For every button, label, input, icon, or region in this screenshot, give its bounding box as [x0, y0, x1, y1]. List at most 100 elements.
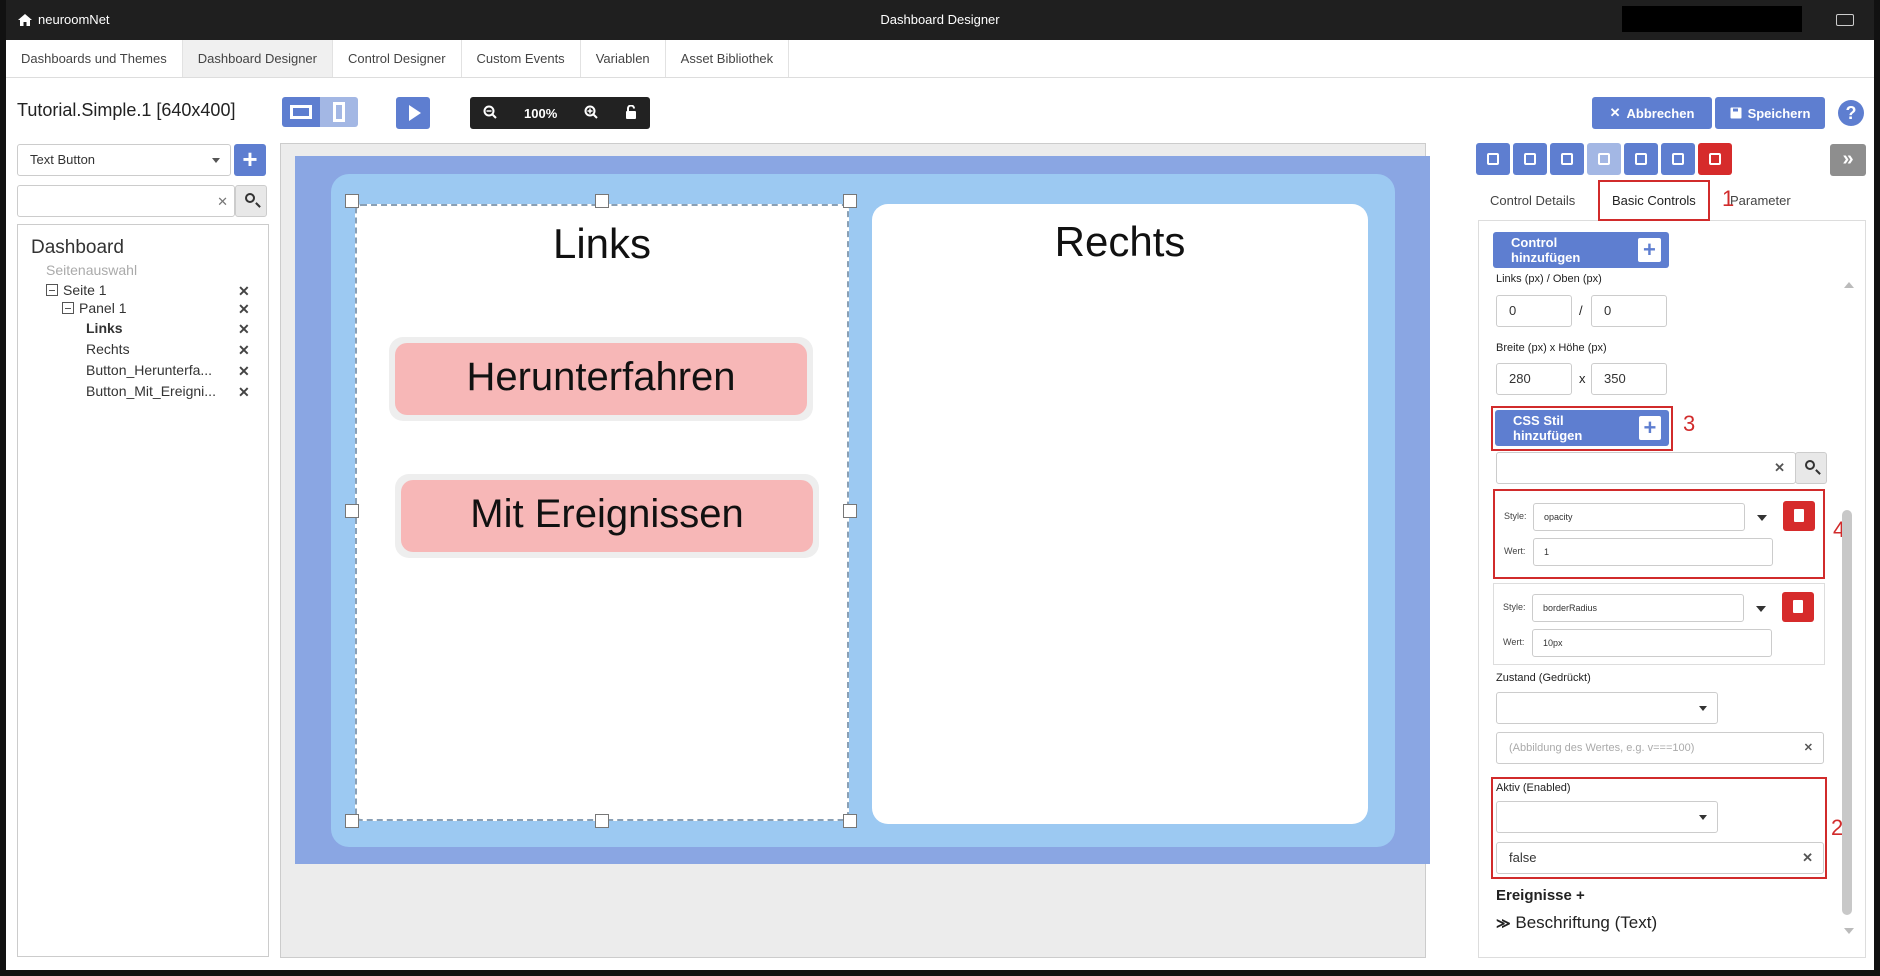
resize-handle[interactable]	[843, 504, 857, 518]
events-section-title[interactable]: Ereignisse +	[1496, 887, 1585, 904]
nav-variablen[interactable]: Variablen	[581, 40, 666, 77]
nav-dashboards-themes[interactable]: Dashboards und Themes	[6, 40, 183, 77]
zoom-level: 100%	[524, 105, 558, 121]
collapse-icon[interactable]	[46, 284, 58, 296]
tab-basic-controls[interactable]: Basic Controls	[1598, 180, 1710, 221]
wrench-button[interactable]	[1661, 143, 1695, 175]
style-card-borderradius: Style: borderRadius Wert: 10px	[1493, 583, 1825, 665]
add-css-style-button[interactable]: CSS Stil hinzufügen +	[1495, 410, 1669, 446]
tab-control-details[interactable]: Control Details	[1490, 193, 1576, 208]
tree-root[interactable]: Dashboard	[31, 237, 124, 258]
style-name-input[interactable]: opacity	[1533, 503, 1745, 531]
nav-asset-bibliothek[interactable]: Asset Bibliothek	[666, 40, 790, 77]
clear-icon[interactable]: ✕	[1802, 850, 1813, 865]
chevron-down-icon[interactable]	[1757, 515, 1767, 521]
collapse-icon[interactable]	[62, 302, 74, 314]
window-title: Dashboard Designer	[880, 12, 1000, 27]
resize-handle[interactable]	[595, 194, 609, 208]
height-input[interactable]: 350	[1591, 363, 1667, 395]
clear-icon[interactable]: ✕	[1774, 460, 1785, 475]
caption-section[interactable]: ≫ Beschriftung (Text)	[1496, 913, 1657, 933]
resize-handle[interactable]	[595, 814, 609, 828]
save-button[interactable]: Speichern	[1715, 97, 1825, 129]
preview-play-button[interactable]	[396, 97, 430, 129]
style-search-input[interactable]: ✕	[1496, 452, 1796, 484]
pos-top-input[interactable]: 0	[1591, 295, 1667, 327]
portrait-button[interactable]	[320, 97, 358, 127]
delete-style-button[interactable]	[1783, 501, 1815, 531]
delete-control-button[interactable]	[1698, 143, 1732, 175]
resize-handle[interactable]	[345, 194, 359, 208]
enabled-select[interactable]	[1496, 801, 1718, 833]
delete-icon[interactable]: ✕	[238, 342, 250, 358]
paste-button[interactable]	[1513, 143, 1547, 175]
chevron-down-icon[interactable]	[1756, 606, 1766, 612]
floppy-icon	[1635, 153, 1647, 165]
undo-button[interactable]	[1550, 143, 1584, 175]
pane-rechts[interactable]: Rechts	[872, 204, 1368, 824]
state-mapping-input[interactable]: (Abbildung des Wertes, e.g. v===100) ✕	[1496, 732, 1824, 764]
clear-icon[interactable]: ✕	[217, 194, 228, 209]
home-icon	[18, 13, 32, 26]
brand[interactable]: neuroomNet	[18, 12, 110, 27]
style-search-button[interactable]	[1795, 452, 1827, 484]
landscape-button[interactable]	[282, 97, 320, 127]
resize-handle[interactable]	[345, 504, 359, 518]
button-mit-ereignissen[interactable]: Mit Ereignissen	[395, 474, 819, 558]
add-control-button[interactable]: +	[234, 144, 266, 176]
pos-left-input[interactable]: 0	[1496, 295, 1572, 327]
width-input[interactable]: 280	[1496, 363, 1572, 395]
brand-label: neuroomNet	[38, 12, 110, 27]
tree-node-panel1[interactable]: Panel 1	[62, 300, 126, 316]
nav-custom-events[interactable]: Custom Events	[462, 40, 581, 77]
portrait-icon	[333, 102, 345, 122]
tree-search-input[interactable]: ✕	[17, 185, 235, 217]
dashboard-preview[interactable]: Links Herunterfahren Mit Ereignissen	[295, 156, 1430, 864]
control-type-select[interactable]: Text Button	[17, 144, 231, 176]
style-value-input[interactable]: 10px	[1532, 629, 1772, 657]
style-name-input[interactable]: borderRadius	[1532, 594, 1744, 622]
scroll-up-icon[interactable]	[1844, 282, 1854, 288]
button-herunterfahren[interactable]: Herunterfahren	[389, 337, 813, 421]
clear-icon[interactable]: ✕	[1803, 742, 1813, 754]
cancel-button[interactable]: ✕ Abbrechen	[1592, 97, 1712, 129]
delete-icon[interactable]: ✕	[238, 321, 250, 337]
tree-node-seite1[interactable]: Seite 1	[46, 282, 107, 298]
resize-handle[interactable]	[843, 814, 857, 828]
resize-handle[interactable]	[345, 814, 359, 828]
delete-icon[interactable]: ✕	[238, 301, 250, 317]
resize-handle[interactable]	[843, 194, 857, 208]
redo-button[interactable]	[1587, 143, 1621, 175]
delete-style-button[interactable]	[1782, 592, 1814, 622]
collapse-panel-button[interactable]: »	[1830, 144, 1866, 176]
properties-scrollbar[interactable]	[1842, 510, 1852, 915]
tree-node-button-mit-ereignissen[interactable]: Button_Mit_Ereigni...	[86, 383, 216, 399]
add-control-detail-button[interactable]: Control hinzufügen +	[1493, 232, 1669, 268]
enabled-value-input[interactable]: false ✕	[1496, 842, 1824, 874]
zoom-out-icon[interactable]	[483, 105, 498, 122]
save-control-button[interactable]	[1624, 143, 1658, 175]
pane-links[interactable]: Links Herunterfahren Mit Ereignissen	[355, 204, 849, 821]
panel-1[interactable]: Links Herunterfahren Mit Ereignissen	[331, 174, 1395, 847]
style-value-input[interactable]: 1	[1533, 538, 1773, 566]
nav-dashboard-designer[interactable]: Dashboard Designer	[182, 40, 333, 77]
delete-icon[interactable]: ✕	[238, 363, 250, 379]
tree-node-links[interactable]: Links	[86, 320, 123, 336]
state-select[interactable]	[1496, 692, 1718, 724]
tree-node-button-herunterfahren[interactable]: Button_Herunterfa...	[86, 362, 213, 378]
tree-node-rechts[interactable]: Rechts	[86, 341, 130, 357]
element-tree: Dashboard Seitenauswahl Seite 1 ✕ Panel …	[17, 224, 269, 957]
nav-control-designer[interactable]: Control Designer	[333, 40, 462, 77]
design-canvas[interactable]: Links Herunterfahren Mit Ereignissen	[280, 143, 1430, 958]
delete-icon[interactable]: ✕	[238, 384, 250, 400]
unlock-icon[interactable]	[625, 104, 637, 122]
tree-search-button[interactable]	[235, 185, 267, 217]
help-icon[interactable]: ?	[1838, 100, 1864, 126]
zoom-in-icon[interactable]	[584, 105, 598, 122]
delete-icon[interactable]: ✕	[238, 283, 250, 299]
keyboard-icon[interactable]	[1836, 14, 1854, 26]
scroll-down-icon[interactable]	[1844, 928, 1854, 934]
copy-button[interactable]	[1476, 143, 1510, 175]
tab-parameter[interactable]: Parameter	[1730, 193, 1791, 208]
